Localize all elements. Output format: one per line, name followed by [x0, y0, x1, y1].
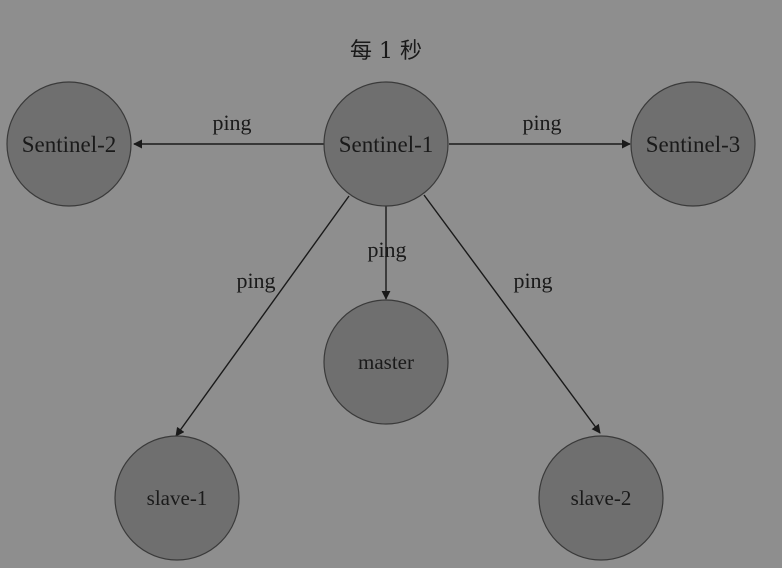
- node-master: master: [323, 299, 449, 425]
- node-circle: [6, 81, 132, 207]
- node-label: Sentinel-2: [22, 132, 117, 157]
- node-sentinel-3: Sentinel-3: [630, 81, 756, 207]
- edge-arrow: [423, 194, 601, 434]
- node-label: master: [358, 350, 414, 374]
- edge-label-slave2: ping: [513, 268, 552, 293]
- node-label: slave-1: [147, 486, 208, 510]
- edge-sentinel1-to-slave2: [423, 194, 601, 434]
- diagram-title: 每 1 秒: [350, 39, 422, 64]
- node-circle: [538, 435, 664, 561]
- node-label: Sentinel-3: [646, 132, 741, 157]
- node-sentinel-1: Sentinel-1: [323, 81, 449, 207]
- edge-label-slave1: ping: [236, 268, 275, 293]
- node-slave-1: slave-1: [114, 435, 240, 561]
- edge-label-master: ping: [367, 237, 406, 262]
- edge-arrow: [175, 195, 350, 437]
- node-circle: [630, 81, 756, 207]
- node-slave-2: slave-2: [538, 435, 664, 561]
- node-circle: [114, 435, 240, 561]
- edge-sentinel1-to-slave1: [175, 195, 350, 437]
- node-circle: [323, 81, 449, 207]
- node-label: Sentinel-1: [339, 132, 434, 157]
- node-sentinel-2: Sentinel-2: [6, 81, 132, 207]
- node-label: slave-2: [571, 486, 632, 510]
- edge-label-sentinel2: ping: [212, 110, 251, 135]
- node-circle: [323, 299, 449, 425]
- edge-label-sentinel3: ping: [522, 110, 561, 135]
